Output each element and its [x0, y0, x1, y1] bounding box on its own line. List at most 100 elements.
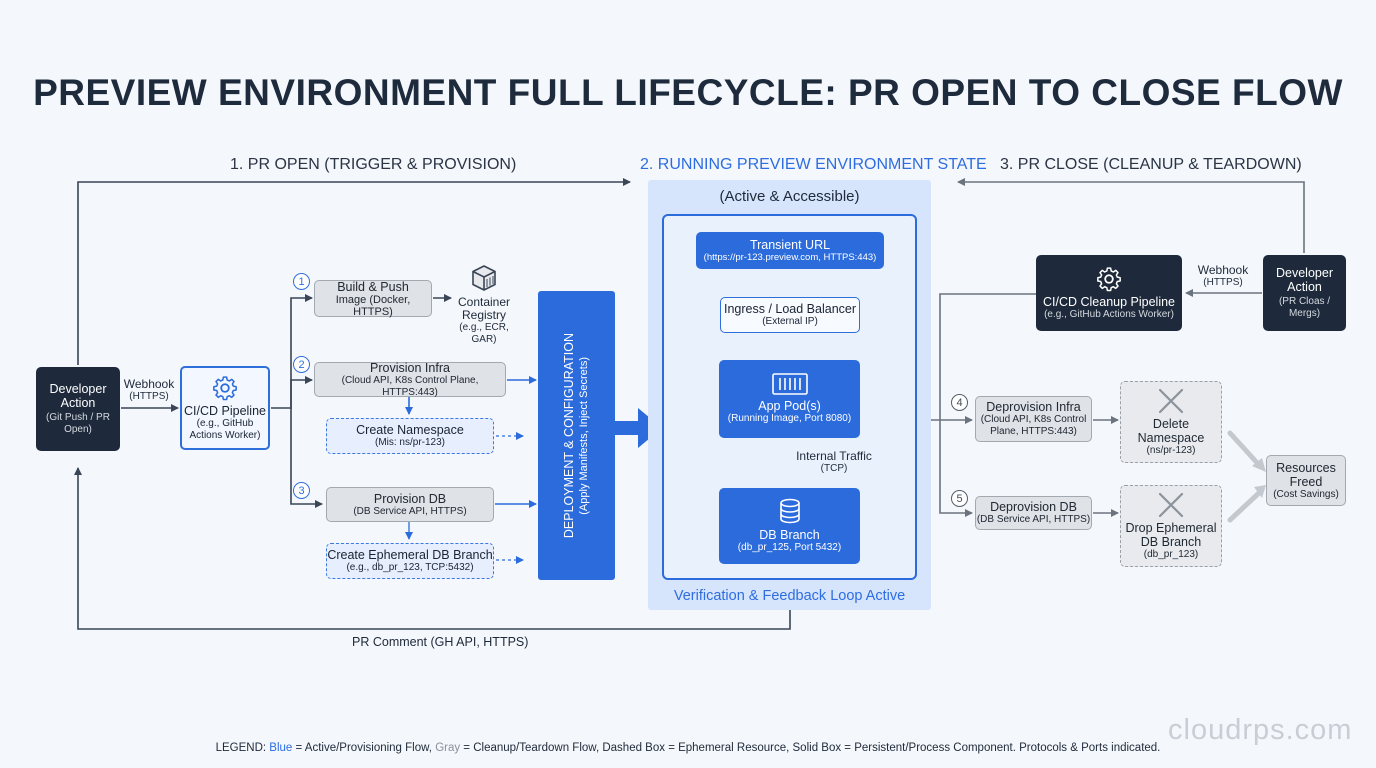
phase-running-heading: 2. RUNNING PREVIEW ENVIRONMENT STATE	[640, 156, 987, 173]
deploy-big-arrow	[615, 408, 662, 448]
close-x-icon	[1158, 388, 1184, 413]
legend: LEGEND: Blue = Active/Provisioning Flow,…	[0, 742, 1376, 754]
ingress-sub: (External IP)	[762, 316, 818, 327]
database-icon	[779, 498, 800, 524]
cicd-to-build	[271, 294, 313, 409]
developer-action-open[interactable]: Developer Action (Git Push / PR Open)	[36, 367, 120, 451]
gear-icon	[1097, 266, 1121, 291]
db-branch-sub: (db_pr_125, Port 5432)	[737, 542, 842, 553]
create-namespace-sub: (Mis: ns/pr-123)	[374, 437, 445, 448]
db-branch[interactable]: DB Branch (db_pr_125, Port 5432)	[719, 488, 860, 564]
internal-traffic-title: Internal Traffic	[796, 449, 872, 463]
cicd-sub: (e.g., GitHub Actions Worker)	[189, 417, 261, 441]
transient-url-sub: (https://pr-123.preview.com, HTTPS:443)	[703, 251, 877, 263]
cicd-cleanup-pipeline[interactable]: CI/CD Cleanup Pipeline (e.g., GitHub Act…	[1036, 255, 1182, 331]
resources-freed-sub: (Cost Savings)	[1273, 488, 1339, 500]
developer-action-open-title: Developer Action	[49, 382, 107, 410]
cicd-to-db	[290, 408, 323, 508]
cleanup-title: CI/CD Cleanup Pipeline	[1042, 294, 1175, 309]
legend-blue-desc: = Active/Provisioning Flow,	[292, 742, 436, 754]
running-footer: Verification & Feedback Loop Active	[673, 588, 906, 604]
step-1-badge: 1	[293, 273, 310, 290]
provision-infra-title: Provision Infra	[370, 360, 450, 375]
provision-db-sub: (DB Service API, HTTPS)	[353, 505, 467, 517]
developer-action-close[interactable]: Developer Action (PR Cloas / Mergs)	[1263, 255, 1346, 331]
create-namespace-title: Create Namespace	[356, 423, 464, 437]
ingress-title: Ingress / Load Balancer	[723, 302, 857, 316]
deployment-configuration[interactable]: DEPLOYMENT & CONFIGURATION (Apply Manife…	[538, 291, 615, 580]
open-top-loop	[77, 178, 631, 365]
create-db-branch-title: Create Ephemeral DB Branch	[327, 548, 493, 562]
deploy-sub: (Apply Manifests, Inject Secrets)	[578, 356, 590, 515]
container-pods-icon	[771, 373, 808, 395]
db-branch-title: DB Branch	[759, 528, 820, 542]
delete-to-freed	[1227, 430, 1263, 469]
resources-freed-title: Resources Freed	[1276, 460, 1336, 489]
drop-db-branch-sub: (db_pr_123)	[1143, 548, 1199, 560]
deploy-title: DEPLOYMENT & CONFIGURATION	[562, 332, 576, 539]
step-4-badge: 4	[951, 394, 968, 411]
cleanup-sub: (e.g., GitHub Actions Worker)	[1044, 308, 1174, 320]
resources-freed[interactable]: Resources Freed (Cost Savings)	[1266, 455, 1346, 506]
internal-traffic-sub: (TCP)	[820, 463, 848, 474]
legend-rest: = Cleanup/Teardown Flow, Dashed Box = Ep…	[460, 742, 1161, 754]
webhook-right-sub: (HTTPS)	[1203, 277, 1243, 288]
deprovision-infra-sub: (Cloud API, K8s Control Plane, HTTPS:443…	[980, 414, 1087, 437]
build-push-title: Build & Push	[337, 279, 409, 294]
delete-namespace-sub: (ns/pr-123)	[1146, 444, 1196, 456]
deprovision-db[interactable]: Deprovision DB (DB Service API, HTTPS)	[975, 496, 1092, 530]
legend-gray-word: Gray	[435, 742, 461, 754]
deprovision-infra-title: Deprovision Infra	[986, 400, 1081, 414]
app-pods-sub: (Running Image, Port 8080)	[727, 413, 852, 424]
create-ephemeral-db-branch[interactable]: Create Ephemeral DB Branch (e.g., db_pr_…	[326, 543, 494, 579]
drop-to-freed	[1227, 489, 1263, 523]
to-deprov-db	[939, 420, 973, 517]
delete-namespace[interactable]: Delete Namespace (ns/pr-123)	[1120, 381, 1222, 463]
webhook-right-title: Webhook	[1197, 263, 1249, 277]
ingress-load-balancer[interactable]: Ingress / Load Balancer (External IP)	[720, 297, 860, 333]
delete-namespace-title: Delete Namespace	[1137, 416, 1205, 445]
deprovision-infra[interactable]: Deprovision Infra (Cloud API, K8s Contro…	[975, 396, 1092, 442]
step-2-badge: 2	[293, 356, 310, 373]
developer-action-close-title: Developer Action	[1276, 266, 1333, 294]
provision-db[interactable]: Provision DB (DB Service API, HTTPS)	[326, 487, 494, 522]
create-db-branch-sub: (e.g., db_pr_123, TCP:5432)	[346, 562, 474, 573]
transient-url[interactable]: Transient URL (https://pr-123.preview.co…	[696, 232, 884, 269]
watermark: cloudrps.com	[1168, 714, 1353, 746]
gear-icon	[213, 375, 237, 400]
step-3-badge: 3	[293, 482, 310, 499]
transient-url-title: Transient URL	[749, 237, 831, 252]
legend-prefix: LEGEND:	[215, 742, 270, 754]
developer-action-close-sub: (PR Cloas / Mergs)	[1278, 296, 1331, 319]
internal-traffic-label: Internal Traffic (TCP)	[792, 450, 876, 475]
container-registry-icon	[470, 264, 498, 292]
developer-action-open-sub: (Git Push / PR Open)	[46, 412, 110, 435]
phase-close-heading: 3. PR CLOSE (CLEANUP & TEARDOWN)	[1000, 156, 1302, 173]
cicd-to-infra	[290, 376, 313, 408]
app-pods-title: App Pod(s)	[758, 399, 821, 413]
phase-open-heading: 1. PR OPEN (TRIGGER & PROVISION)	[230, 156, 517, 173]
running-status: (Active & Accessible)	[719, 188, 860, 205]
build-push-image[interactable]: Build & Push Image (Docker, HTTPS)	[314, 279, 432, 318]
webhook-right-label: Webhook (HTTPS)	[1192, 264, 1254, 289]
deprovision-db-title: Deprovision DB	[990, 500, 1077, 514]
cicd-pipeline[interactable]: CI/CD Pipeline (e.g., GitHub Actions Wor…	[180, 366, 270, 450]
cicd-title: CI/CD Pipeline	[184, 403, 266, 418]
page-title: PREVIEW ENVIRONMENT FULL LIFECYCLE: PR O…	[33, 72, 1343, 113]
provision-db-title: Provision DB	[373, 491, 447, 506]
webhook-left-sub: (HTTPS)	[129, 391, 169, 402]
create-namespace[interactable]: Create Namespace (Mis: ns/pr-123)	[326, 418, 494, 454]
close-x-icon	[1158, 492, 1184, 517]
step-5-badge: 5	[951, 490, 968, 507]
provision-infra[interactable]: Provision Infra (Cloud API, K8s Control …	[314, 360, 506, 398]
provision-infra-sub: (Cloud API, K8s Control Plane, HTTPS:443…	[341, 374, 479, 398]
container-registry-title: Container Registry	[457, 295, 511, 322]
drop-db-branch-title: Drop Ephemeral DB Branch	[1125, 520, 1217, 549]
legend-blue-word: Blue	[269, 742, 293, 754]
deprovision-db-sub: (DB Service API, HTTPS)	[976, 514, 1091, 525]
drop-ephemeral-db-branch[interactable]: Drop Ephemeral DB Branch (db_pr_123)	[1120, 485, 1222, 567]
container-registry-sub: (e.g., ECR, GAR)	[459, 322, 509, 345]
webhook-left-label: Webhook (HTTPS)	[121, 378, 177, 403]
app-pods[interactable]: App Pod(s) (Running Image, Port 8080)	[719, 360, 860, 438]
